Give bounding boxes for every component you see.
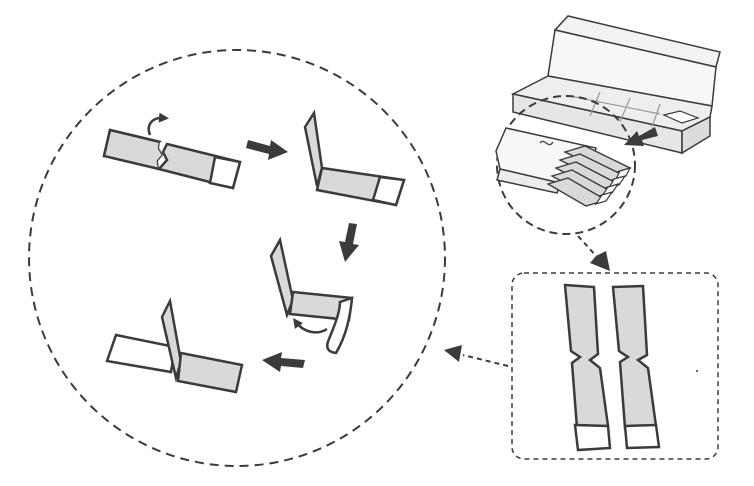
step-4-strip-final (105, 297, 244, 394)
pouch-with-strips (495, 127, 632, 207)
step-2-strip-folded (303, 109, 406, 207)
arrow-step1-to-step2 (246, 140, 288, 160)
package-box (510, 15, 721, 155)
strip-left (563, 283, 612, 452)
arrow-box-to-main-circle (444, 345, 509, 367)
arrow-step2-to-step3 (339, 223, 359, 262)
package-detail-circle (496, 95, 636, 235)
strip-pair-detail-box (511, 272, 719, 460)
step-1-strip-flat (102, 112, 242, 190)
fold-curved-arrow (147, 112, 169, 136)
arrow-step3-to-step4 (262, 352, 305, 372)
arrow-circle-to-box (577, 235, 610, 271)
step-3-peel-backing (269, 236, 354, 355)
main-detail-circle (28, 49, 446, 467)
strip-right (611, 284, 661, 450)
